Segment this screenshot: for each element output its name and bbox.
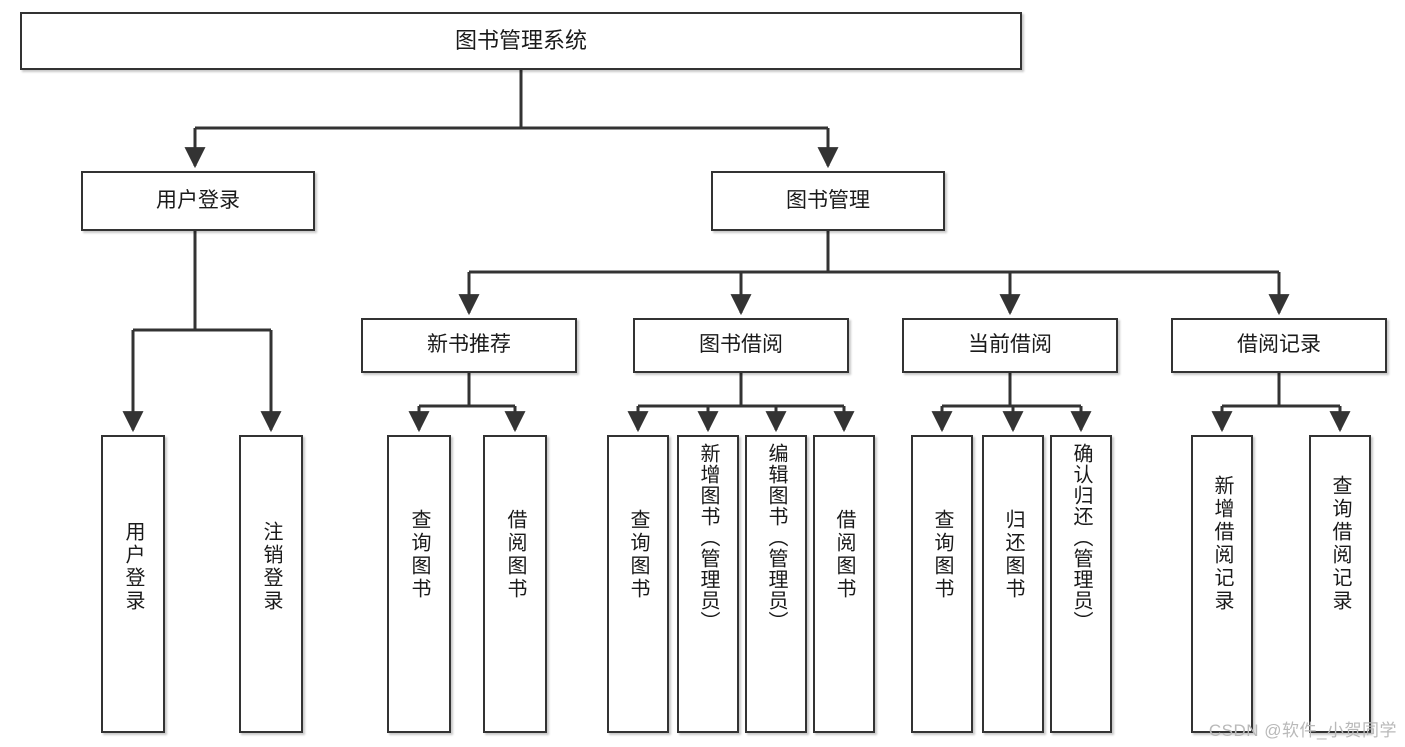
node-leaf-query-book-recommend[interactable]: 查询图书	[387, 435, 451, 733]
node-leaf-query-book-current-label: 查询图书	[931, 509, 953, 601]
node-borrow-record-label: 借阅记录	[1237, 333, 1321, 357]
node-root-label: 图书管理系统	[454, 28, 587, 54]
node-book-management[interactable]: 图书管理	[711, 171, 945, 231]
node-leaf-user-logout[interactable]: 注销登录	[239, 435, 303, 733]
node-book-borrow-label: 图书借阅	[699, 333, 783, 357]
node-leaf-query-book-borrow-label: 查询图书	[627, 509, 649, 601]
node-root[interactable]: 图书管理系统	[20, 12, 1022, 70]
node-leaf-query-book-borrow[interactable]: 查询图书	[607, 435, 669, 733]
node-leaf-borrow-book-borrow[interactable]: 借阅图书	[813, 435, 875, 733]
node-leaf-query-borrow-record[interactable]: 查询借阅记录	[1309, 435, 1371, 733]
node-leaf-query-book-recommend-label: 查询图书	[408, 509, 430, 601]
node-leaf-query-borrow-record-label: 查询借阅记录	[1329, 475, 1351, 613]
node-leaf-user-logout-label: 注销登录	[260, 521, 282, 613]
node-current-borrow[interactable]: 当前借阅	[902, 318, 1118, 373]
node-leaf-user-login[interactable]: 用户登录	[101, 435, 165, 733]
node-leaf-add-book-admin[interactable]: 新增图书（管理员）	[677, 435, 739, 733]
node-leaf-confirm-return-admin-label: 确认归还（管理员）	[1070, 443, 1092, 632]
node-user-login-label: 用户登录	[156, 188, 240, 212]
node-leaf-borrow-book-recommend-label: 借阅图书	[504, 509, 526, 601]
node-borrow-record[interactable]: 借阅记录	[1171, 318, 1387, 373]
node-leaf-add-borrow-record-label: 新增借阅记录	[1211, 475, 1233, 613]
node-leaf-user-login-label: 用户登录	[122, 521, 144, 613]
node-leaf-borrow-book-borrow-label: 借阅图书	[833, 509, 855, 601]
node-book-borrow[interactable]: 图书借阅	[633, 318, 849, 373]
node-leaf-edit-book-admin-label: 编辑图书（管理员）	[765, 443, 787, 632]
node-leaf-confirm-return-admin[interactable]: 确认归还（管理员）	[1050, 435, 1112, 733]
node-user-login[interactable]: 用户登录	[81, 171, 315, 231]
node-book-management-label: 图书管理	[786, 188, 870, 212]
node-leaf-add-borrow-record[interactable]: 新增借阅记录	[1191, 435, 1253, 733]
node-leaf-add-book-admin-label: 新增图书（管理员）	[697, 443, 719, 632]
node-leaf-query-book-current[interactable]: 查询图书	[911, 435, 973, 733]
node-leaf-borrow-book-recommend[interactable]: 借阅图书	[483, 435, 547, 733]
csdn-watermark: CSDN @软件_小贺同学	[1208, 721, 1397, 740]
node-leaf-return-book-label: 归还图书	[1002, 509, 1024, 601]
node-current-borrow-label: 当前借阅	[968, 333, 1052, 357]
node-new-book-recommend[interactable]: 新书推荐	[361, 318, 577, 373]
node-new-book-recommend-label: 新书推荐	[427, 333, 511, 357]
node-leaf-edit-book-admin[interactable]: 编辑图书（管理员）	[745, 435, 807, 733]
node-leaf-return-book[interactable]: 归还图书	[982, 435, 1044, 733]
